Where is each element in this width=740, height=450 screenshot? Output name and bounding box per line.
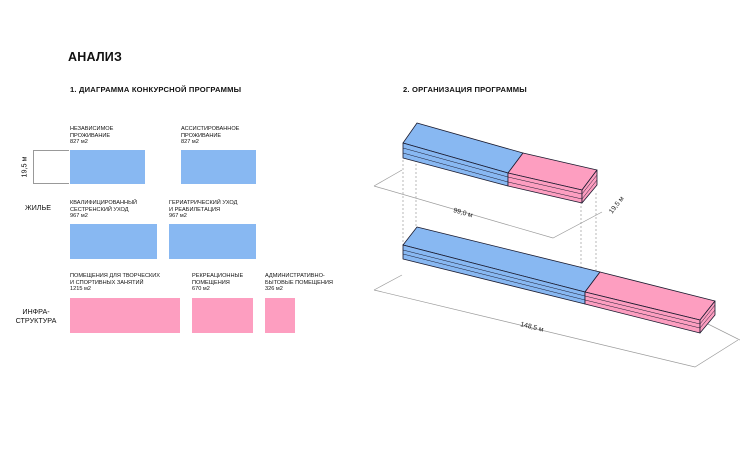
block-independent bbox=[70, 150, 145, 184]
upper-footprint-edge bbox=[373, 169, 403, 187]
block-assisted bbox=[181, 150, 256, 184]
infrastructure-group-label: ИНФРА- СТРУКТУРА bbox=[15, 307, 57, 325]
block-admin bbox=[265, 298, 295, 333]
upper-length-label: 99,0 м bbox=[452, 207, 473, 219]
block-creative bbox=[70, 298, 180, 333]
page-title: АНАЛИЗ bbox=[68, 50, 123, 64]
lower-footprint-lines bbox=[373, 289, 739, 368]
living-group-label: ЖИЛЬЕ bbox=[25, 203, 52, 212]
lower-bar-end bbox=[699, 300, 716, 334]
lower-length-label: 148,5 м bbox=[520, 321, 545, 334]
block-nursing bbox=[70, 224, 157, 259]
section1-heading: 1. ДИАГРАММА КОНКУРСНОЙ ПРОГРАММЫ bbox=[70, 85, 242, 94]
block-geriatric bbox=[169, 224, 256, 259]
section2-heading: 2. ОРГАНИЗАЦИЯ ПРОГРАММЫ bbox=[403, 85, 527, 94]
height-dimension-bracket bbox=[33, 150, 69, 184]
block-recreation bbox=[192, 298, 253, 333]
width-label: 19,5 м bbox=[608, 195, 626, 215]
upper-footprint-lines bbox=[373, 185, 603, 239]
block-creative-label: ПОМЕЩЕНИЯ ДЛЯ ТВОРЧЕСКИХ И СПОРТИВНЫХ ЗА… bbox=[70, 273, 160, 293]
